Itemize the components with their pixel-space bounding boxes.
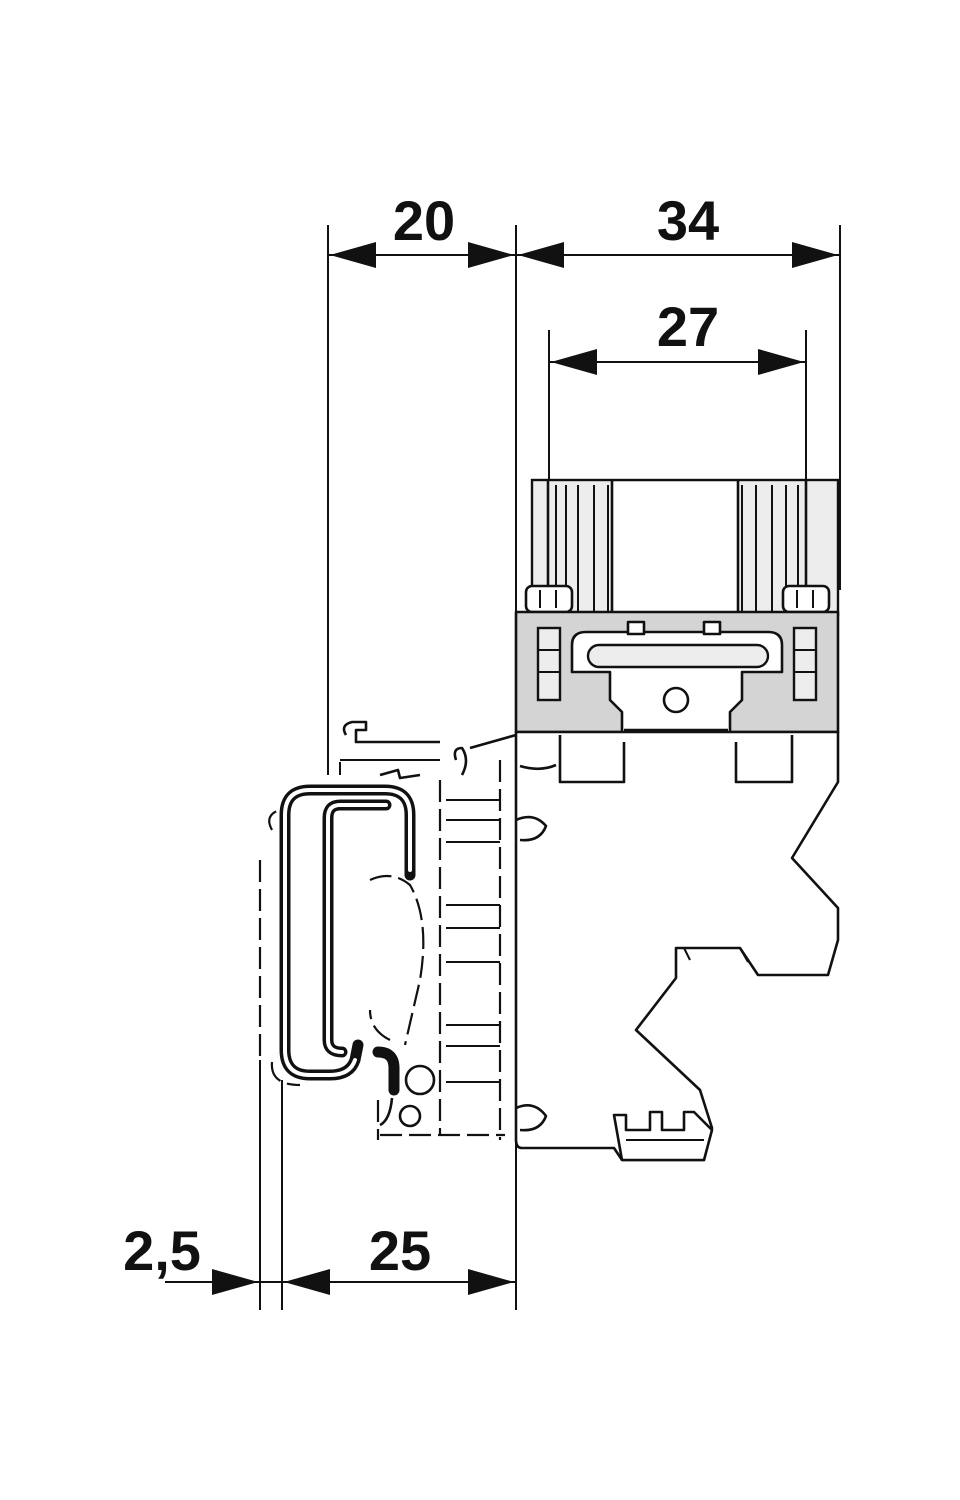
- top-housing: [524, 478, 840, 617]
- dimension-bottom: 2,5 25: [123, 1060, 517, 1310]
- dimension-label-20: 20: [393, 189, 455, 252]
- arrow-head: [758, 349, 804, 375]
- arrow-head: [468, 1269, 514, 1295]
- arrow-head: [518, 242, 564, 268]
- arrow-head: [468, 242, 514, 268]
- arrow-head: [212, 1269, 258, 1295]
- screw-right: [781, 584, 831, 614]
- din-rail: [279, 784, 416, 1096]
- dimension-label-34: 34: [657, 189, 719, 252]
- arrow-head: [330, 242, 376, 268]
- arrow-head: [284, 1269, 330, 1295]
- arrow-head: [792, 242, 838, 268]
- dimension-label-27: 27: [657, 295, 719, 358]
- dimension-label-25: 25: [369, 1219, 431, 1282]
- dimension-label-2-5: 2,5: [123, 1219, 201, 1282]
- dimension-inner: 27: [548, 295, 807, 480]
- screw-left: [524, 584, 574, 614]
- terminal-body: [514, 730, 840, 1162]
- terminal-block-grey: [514, 610, 840, 742]
- din-rail-outline: [258, 720, 517, 1140]
- dimension-top: 20 34: [327, 189, 841, 775]
- arrow-head: [551, 349, 597, 375]
